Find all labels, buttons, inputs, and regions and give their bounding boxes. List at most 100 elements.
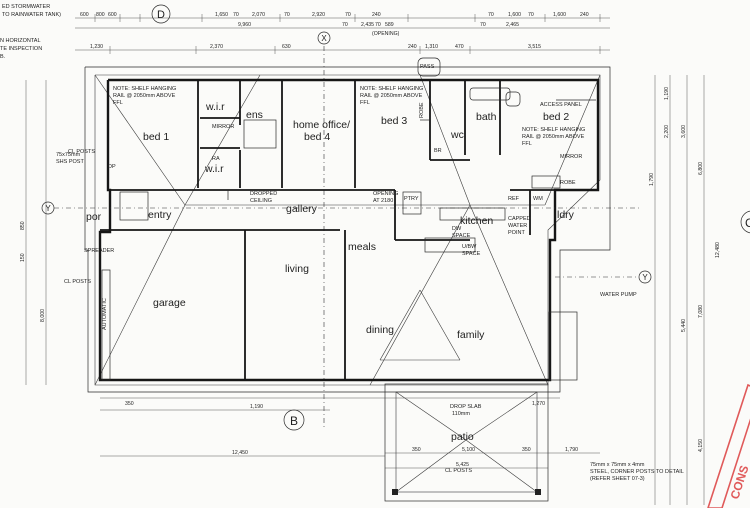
note-spreader: SPREADER: [84, 248, 114, 254]
dim-bottom-d6: 350: [412, 447, 421, 453]
grid-marker-y-right: Y: [638, 270, 652, 284]
note-cl-posts-2: CL POSTS: [64, 279, 91, 285]
fixture-mirror-1: MIRROR: [212, 124, 234, 130]
roof-outline: [84, 66, 611, 393]
dim-top-a4: 1,650: [215, 12, 228, 18]
grid-marker-d: D: [151, 4, 171, 24]
note-shs-post-2: SHS POST: [56, 159, 84, 165]
dim-top-a11: 70: [488, 12, 494, 18]
note-capped-water-1: CAPPED: [508, 216, 531, 222]
dim-top-a8: 2,920: [312, 12, 325, 18]
grid-marker-c-label: C: [745, 216, 750, 230]
dim-right-r6: 1,190: [664, 87, 670, 100]
top-dimensions: 600 800 600 1,650 70 2,070 70 2,920 70 2…: [75, 12, 610, 54]
note-horizontal: N HORIZONTAL: [0, 38, 41, 44]
note-inspection: TE INSPECTION: [0, 46, 42, 52]
dim-top-a6: 2,070: [252, 12, 265, 18]
note-dw-space-2: SPACE: [452, 233, 471, 239]
room-patio: patio: [451, 431, 474, 443]
patio: [384, 383, 549, 502]
dim-top-a10: 240: [372, 12, 381, 18]
note-shelf-bed1-3: FFL: [113, 100, 123, 106]
dim-top-b6: 70: [480, 22, 486, 28]
room-bed-3: bed 3: [381, 115, 407, 127]
dim-top-a5: 70: [233, 12, 239, 18]
grid-marker-b-label: B: [290, 414, 298, 428]
note-corner-posts-1: 75mm x 75mm x 4mm: [590, 462, 645, 468]
dim-top-c6: 3,515: [528, 44, 541, 50]
dim-top-a3: 600: [108, 12, 117, 18]
approval-stamp: CONS: [707, 383, 750, 508]
dim-top-c4: 1,310: [425, 44, 438, 50]
dim-top-c1: 1,230: [90, 44, 103, 50]
note-udw: U/BW: [462, 244, 477, 250]
note-corner-posts-3: (REFER SHEET 07-3): [590, 476, 645, 482]
note-shelf-bed1-2: RAIL @ 2050mm ABOVE: [113, 93, 176, 99]
dim-right-r3: 7,080: [698, 305, 704, 318]
fixture-fridge: REF: [508, 196, 520, 202]
fixture-ra: RA: [212, 156, 220, 162]
fixture-robe-bed3: ROBE: [419, 102, 425, 118]
room-family: family: [457, 329, 485, 341]
grid-marker-d-label: D: [157, 9, 165, 21]
fixture-robe-bed2: ROBE: [560, 180, 576, 186]
note-capped-water-3: POINT: [508, 230, 525, 236]
grid-marker-x-label: X: [321, 34, 327, 43]
room-kitchen: kitchen: [460, 215, 493, 227]
dim-bottom-d3: 12,450: [232, 450, 248, 456]
dim-top-b2: 70: [342, 22, 348, 28]
note-dropped-ceiling-2: CEILING: [250, 198, 272, 204]
dim-top-a7: 70: [284, 12, 290, 18]
dim-bottom-d7: 1,790: [565, 447, 578, 453]
dim-top-c2: 2,370: [210, 44, 223, 50]
fixture-pass: PASS: [420, 64, 435, 70]
note-shelf-bed2-1: NOTE: SHELF HANGING: [522, 127, 585, 133]
note-shelf-bed1-1: NOTE: SHELF HANGING: [113, 86, 176, 92]
note-corner-posts-2: STEEL, CORNER POSTS TO DETAIL: [590, 469, 684, 475]
dim-top-b1: 9,960: [238, 22, 251, 28]
dim-top-a1: 600: [80, 12, 89, 18]
note-opening: OPENING: [373, 191, 398, 197]
room-porch: por: [86, 211, 102, 223]
note-opening-2: AT 2180: [373, 198, 393, 204]
room-bed-1: bed 1: [143, 131, 169, 143]
dim-right-r2: 12,480: [715, 242, 721, 258]
note-shelf-bed2-2: RAIL @ 2050mm ABOVE: [522, 134, 585, 140]
dim-top-a13: 70: [528, 12, 534, 18]
dim-bottom-d9: 350: [522, 447, 531, 453]
note-dw-space: DW: [452, 226, 462, 232]
room-ensuite: ens: [246, 109, 263, 121]
room-laundry: ldry: [557, 209, 575, 221]
dim-bottom-d2: 1,190: [250, 404, 263, 410]
bottom-dimensions: 350 1,190 12,450 5,100 5,425 350 1,790 1…: [100, 397, 600, 469]
internal-walls: [100, 80, 598, 380]
room-wir-1: w.i.r: [205, 101, 225, 113]
fixture-br: BR: [434, 148, 442, 154]
dim-top-a2: 800: [96, 12, 105, 18]
interior-detail: [101, 57, 596, 381]
dim-top-c7: 240: [408, 44, 417, 50]
note-dp: DP: [108, 164, 116, 170]
dim-right-r5: 5,440: [681, 319, 687, 332]
room-living: living: [285, 263, 309, 275]
note-b: B.: [0, 54, 6, 60]
note-drop-slab-2: 110mm: [452, 411, 470, 417]
fixture-mirror-2: MIRROR: [560, 154, 582, 160]
note-udw-2: SPACE: [462, 251, 481, 257]
grid-marker-b: B: [283, 409, 305, 431]
dim-top-opening: (OPENING): [372, 31, 400, 37]
room-gallery: gallery: [286, 203, 318, 215]
dim-top-a9: 70: [345, 12, 351, 18]
note-stormwater-1: ED STORMWATER: [2, 4, 50, 10]
note-stormwater-2: TO RAINWATER TANK): [2, 12, 61, 18]
note-shelf-bed3-2: RAIL @ 2050mm ABOVE: [360, 93, 423, 99]
room-bed-2: bed 2: [543, 111, 569, 123]
grid-marker-x: X: [317, 31, 331, 45]
dim-right-r7: 2,200: [664, 125, 670, 138]
grid-marker-c: C: [740, 210, 750, 234]
note-access-panel: ACCESS PANEL: [540, 102, 582, 108]
dim-left-l3: 150: [20, 253, 26, 262]
room-wc: wc: [450, 129, 464, 141]
note-shelf-bed2-3: FFL: [522, 141, 532, 147]
